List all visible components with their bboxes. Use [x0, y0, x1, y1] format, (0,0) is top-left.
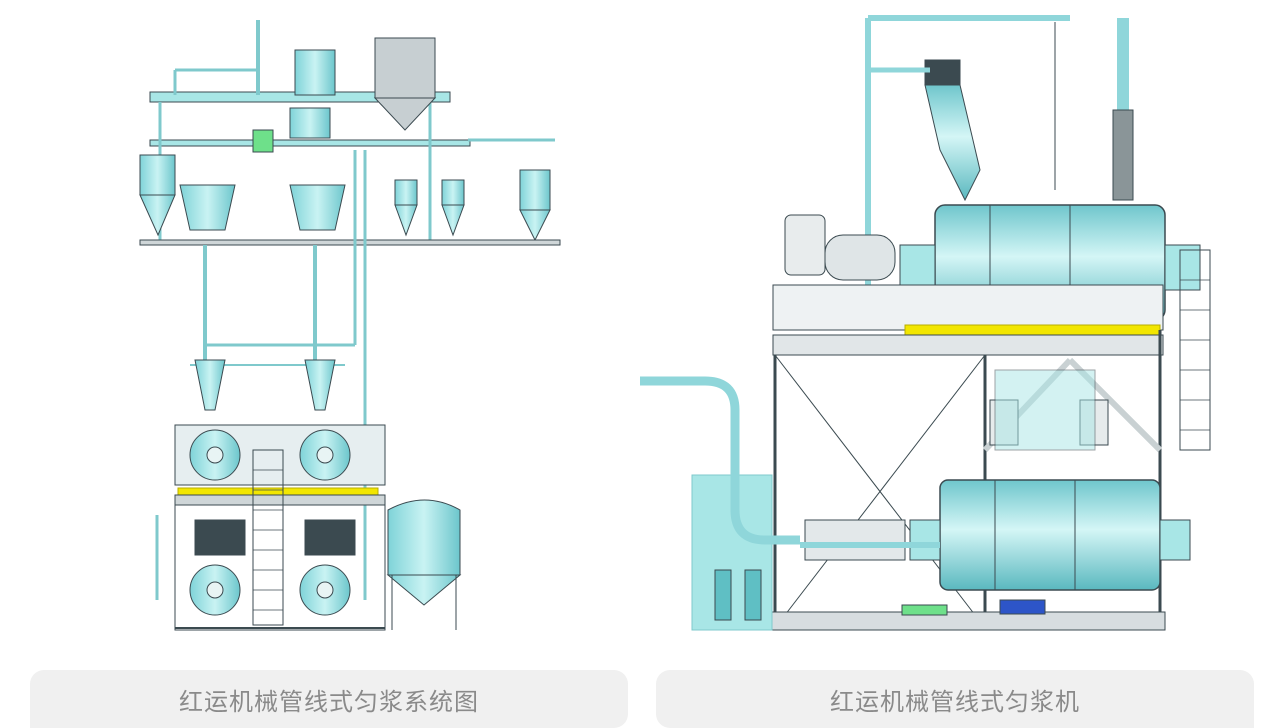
homogenizer-machine-caption: 红运机械管线式匀浆机: [830, 687, 1080, 716]
homogenizer-machine-illustration: [640, 15, 1211, 631]
system-diagram-panel: [139, 20, 561, 631]
homogenizer-machine-panel: [640, 0, 1276, 728]
system-diagram-caption: 红运机械管线式匀浆系统图: [179, 687, 479, 716]
homogenizer-machine-caption-bar: 红运机械管线式匀浆机: [656, 670, 1254, 728]
system-diagram-caption-bar: 红运机械管线式匀浆系统图: [30, 670, 628, 728]
system-diagram-illustration: [139, 20, 561, 631]
